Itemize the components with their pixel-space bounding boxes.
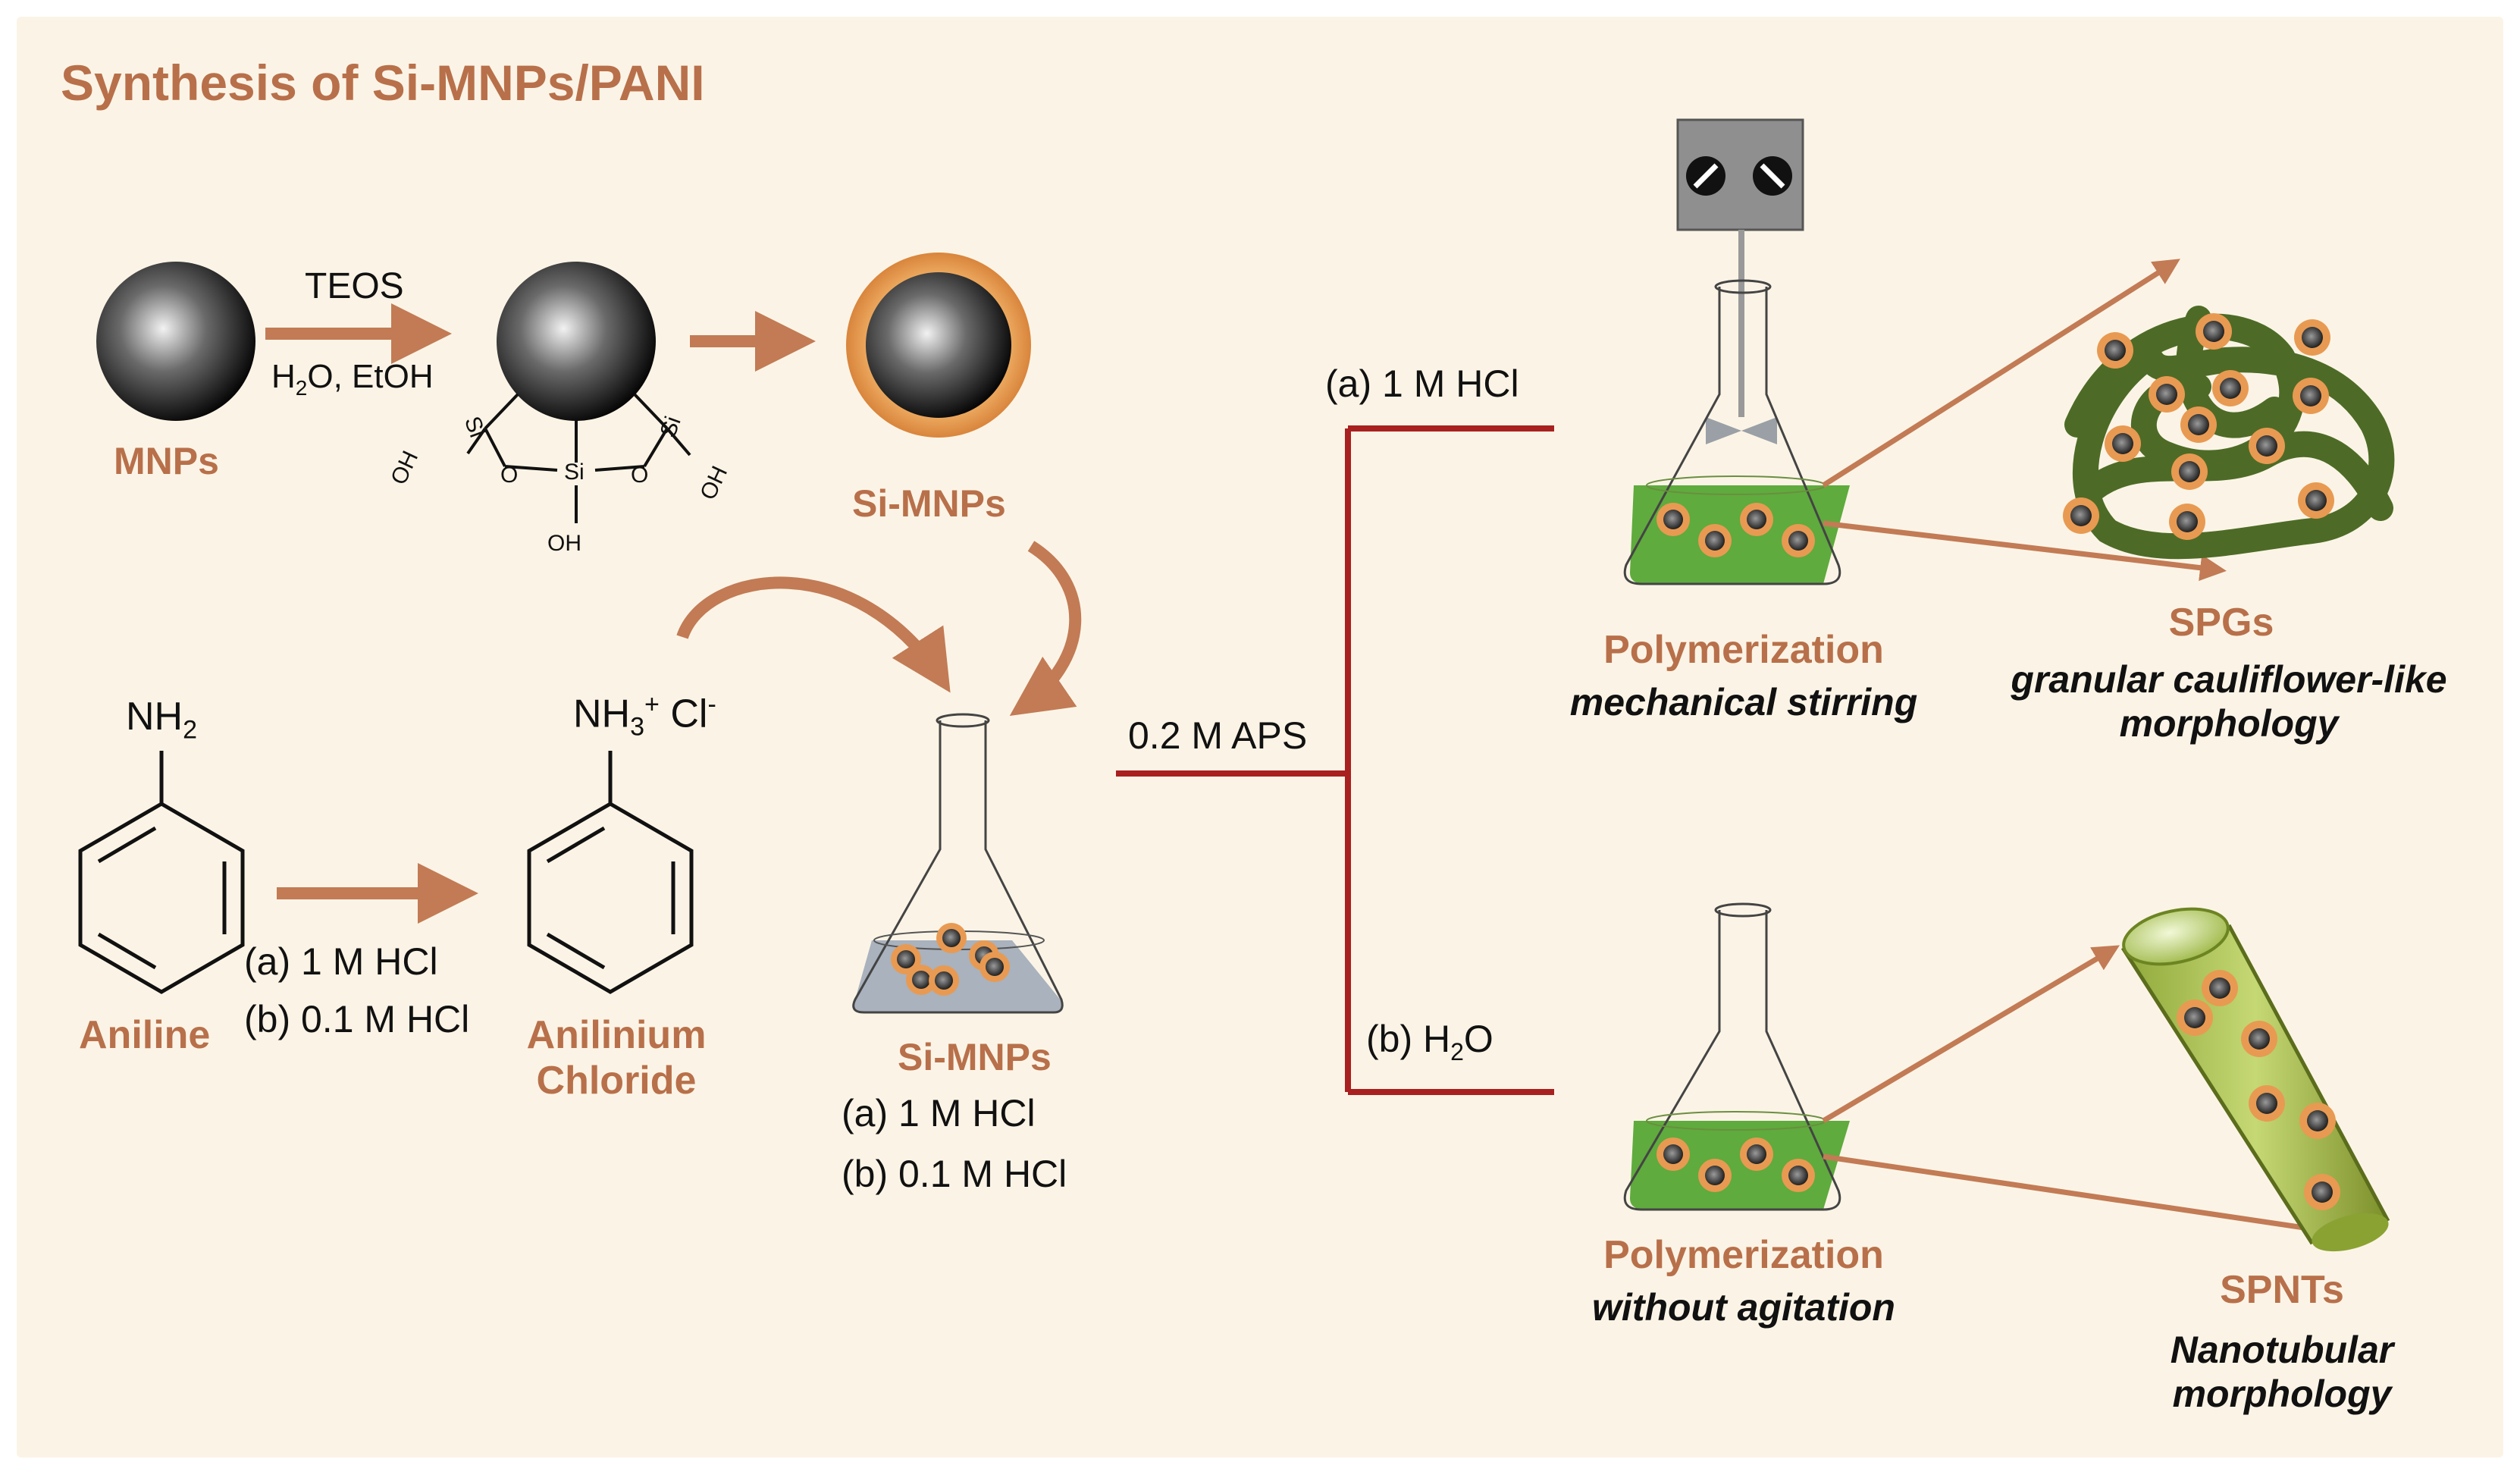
flask-cond-a: (a) 1 M HCl: [842, 1092, 1036, 1134]
aps-label: 0.2 M APS: [1128, 714, 1308, 757]
teos-label: TEOS: [305, 266, 404, 306]
aniline-label: Aniline: [79, 1013, 211, 1057]
protonation-cond-a: (a) 1 M HCl: [244, 940, 438, 983]
silanol-si-mid: Si: [564, 460, 585, 485]
protonation-cond-b: (b) 0.1 M HCl: [244, 998, 470, 1040]
mnp-particle: [96, 262, 255, 421]
arrow-to-spnts-bottom: [1823, 1153, 2340, 1243]
si-mnp-particle: [846, 253, 1031, 438]
method-a-label: mechanical stirring: [1569, 681, 1918, 723]
si-mnps-label-top: Si-MNPs: [852, 482, 1006, 525]
branch-b-label: (b) H2O: [1366, 1018, 1494, 1065]
spnts-label: SPNTs: [2220, 1268, 2344, 1312]
spnts-particles: [2177, 970, 2340, 1210]
branch-lines: [1116, 425, 1554, 1095]
process-a-label: Polymerization: [1603, 628, 1884, 672]
spgs-label: SPGs: [2168, 601, 2274, 645]
h2o-etoh-label: H2O, EtOH: [271, 358, 434, 400]
arrow-to-spgs-bottom: [1823, 520, 2227, 582]
mnps-label: MNPs: [114, 440, 219, 482]
silanol-o-left: O: [500, 463, 519, 488]
si-mnps-label-flask: Si-MNPs: [898, 1036, 1052, 1078]
curved-arrow-anilinium: [676, 576, 951, 693]
branch-a-label: (a) 1 M HCl: [1325, 362, 1519, 405]
spgs-particles: [2063, 313, 2334, 540]
silanol-o-right: O: [631, 463, 649, 488]
nh2-label: NH2: [126, 695, 198, 745]
arrow-to-spgs-top: [1822, 259, 2180, 488]
particles-in-flask-a: [1656, 503, 1815, 557]
particles-in-mixing-flask: [891, 923, 1010, 996]
process-b-label: Polymerization: [1603, 1233, 1884, 1277]
silanol-particle: [466, 262, 691, 523]
flask-cond-b: (b) 0.1 M HCl: [842, 1153, 1067, 1195]
silanol-oh-mid: OH: [547, 531, 581, 556]
nh3-cl-label: NH3+ Cl-: [573, 690, 716, 742]
scheme-title: Synthesis of Si-MNPs/PANI: [61, 55, 705, 111]
anilinium-structure: [527, 751, 694, 994]
method-b-label: without agitation: [1592, 1286, 1895, 1329]
aniline-structure: [78, 751, 245, 994]
stirrer-motor: [1676, 118, 1804, 444]
arrow-to-spnts-top: [1822, 945, 2120, 1124]
curved-arrow-si-mnps: [1009, 541, 1082, 717]
particles-in-flask-b: [1656, 1138, 1815, 1192]
